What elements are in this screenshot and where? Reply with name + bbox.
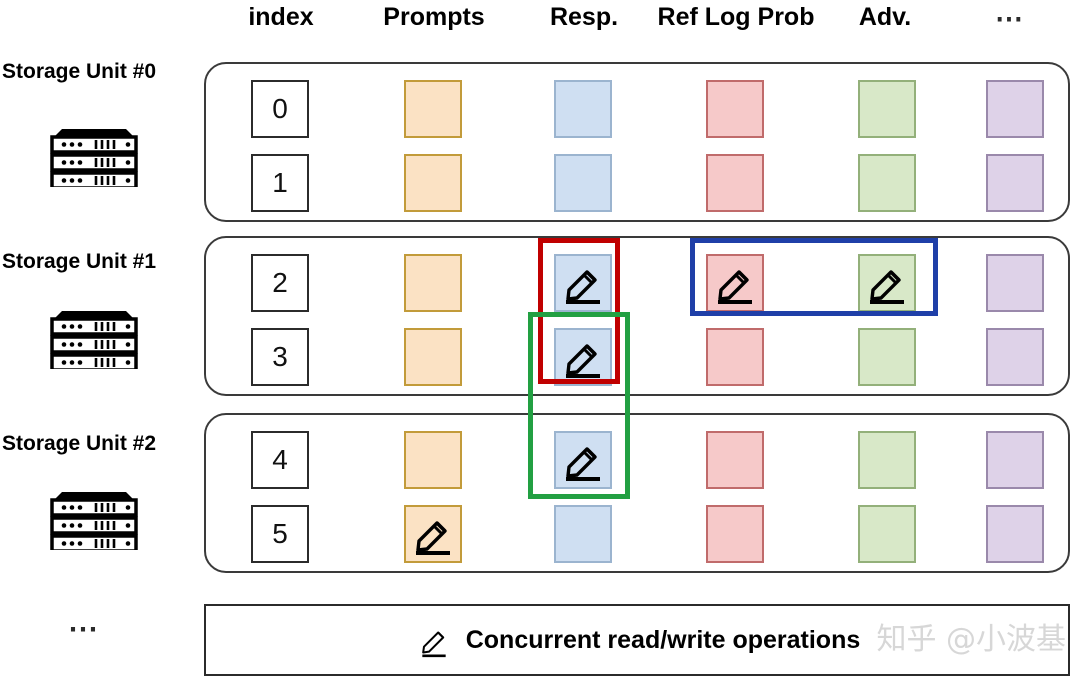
legend-box: Concurrent read/write operations <box>204 604 1070 676</box>
ref-log-prob-cell-1 <box>706 154 764 212</box>
storage-unit-1-container: 2 <box>204 236 1070 396</box>
legend-label: Concurrent read/write operations <box>465 625 861 654</box>
resp-cell-1 <box>554 154 612 212</box>
index-cell-5: 5 <box>251 505 309 563</box>
server-rack-icon <box>44 295 144 372</box>
prompts-cell-1 <box>404 154 462 212</box>
pencil-icon <box>566 270 600 304</box>
storage-unit-0-label: Storage Unit #0 <box>2 60 157 83</box>
server-rack-icon <box>44 476 144 553</box>
index-cell-3: 3 <box>251 328 309 386</box>
ref-log-prob-cell-5 <box>706 505 764 563</box>
adv-cell-3 <box>858 328 916 386</box>
resp-cell-2 <box>554 254 612 312</box>
storage-unit-2-container: 4 5 <box>204 413 1070 573</box>
pencil-icon <box>870 270 904 304</box>
column-header-index: index <box>248 3 314 31</box>
resp-cell-0 <box>554 80 612 138</box>
extra-cell-3 <box>986 328 1044 386</box>
pencil-icon <box>718 270 752 304</box>
pencil-icon <box>566 447 600 481</box>
column-header-prompts: Prompts <box>383 3 485 31</box>
server-rack-icon <box>44 113 144 190</box>
resp-cell-4 <box>554 431 612 489</box>
index-cell-2: 2 <box>251 254 309 312</box>
storage-unit-1-label: Storage Unit #1 <box>2 250 157 273</box>
adv-cell-2 <box>858 254 916 312</box>
prompts-cell-2 <box>404 254 462 312</box>
prompts-cell-3 <box>404 328 462 386</box>
index-cell-4: 4 <box>251 431 309 489</box>
red-highlight-resp-rows-2-3 <box>538 238 620 384</box>
prompts-cell-5 <box>404 505 462 563</box>
extra-cell-4 <box>986 431 1044 489</box>
extra-cell-2 <box>986 254 1044 312</box>
column-header-ellipsis-icon: ⋯ <box>995 3 1026 34</box>
extra-cell-0 <box>986 80 1044 138</box>
ref-log-prob-cell-3 <box>706 328 764 386</box>
adv-cell-1 <box>858 154 916 212</box>
extra-cell-5 <box>986 505 1044 563</box>
prompts-cell-4 <box>404 431 462 489</box>
column-header-resp: Resp. <box>549 3 619 31</box>
storage-unit-0-container: 0 1 <box>204 62 1070 222</box>
pencil-icon <box>416 521 450 555</box>
adv-cell-4 <box>858 431 916 489</box>
storage-unit-2-label: Storage Unit #2 <box>2 432 157 455</box>
ref-log-prob-cell-4 <box>706 431 764 489</box>
pencil-icon <box>566 344 600 378</box>
prompts-cell-0 <box>404 80 462 138</box>
resp-cell-5 <box>554 505 612 563</box>
adv-cell-0 <box>858 80 916 138</box>
storage-unit-ellipsis-icon: ⋯ <box>68 613 101 646</box>
resp-cell-3 <box>554 328 612 386</box>
index-cell-1: 1 <box>251 154 309 212</box>
adv-cell-5 <box>858 505 916 563</box>
column-header-adv: Adv. <box>858 3 912 31</box>
blue-highlight-reflogprob-adv-row-2 <box>690 238 938 316</box>
ref-log-prob-cell-0 <box>706 80 764 138</box>
extra-cell-1 <box>986 154 1044 212</box>
pencil-icon <box>421 631 446 658</box>
index-cell-0: 0 <box>251 80 309 138</box>
column-header-ref-log-prob: Ref Log Prob <box>657 3 815 31</box>
green-highlight-resp-rows-3-4 <box>528 312 630 499</box>
